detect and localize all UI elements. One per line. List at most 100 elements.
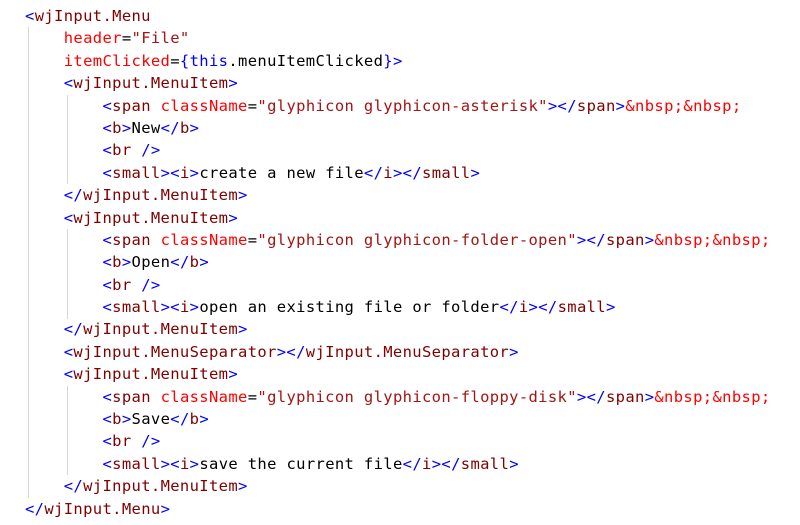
code-token-p: > — [121, 410, 132, 429]
code-token-p: > — [189, 163, 200, 182]
code-line: </wjInput.Menu> — [25, 498, 800, 520]
code-token-w — [25, 74, 64, 92]
code-line: <wjInput.MenuItem> — [25, 72, 800, 94]
code-token-p: < — [102, 275, 113, 294]
code-token-p: > — [509, 454, 519, 473]
code-token-t: wjInput.Menu — [44, 499, 161, 518]
code-token-p: < — [63, 74, 74, 93]
code-token-o: = — [247, 387, 258, 406]
code-token-w — [25, 209, 64, 227]
code-token-p: </ — [63, 320, 84, 339]
code-token-p: ></ — [276, 342, 306, 361]
code-token-t: span — [605, 387, 645, 406]
code-line: <wjInput.Menu — [25, 5, 800, 27]
code-token-w — [25, 141, 102, 159]
code-token-t: i — [179, 454, 190, 473]
code-token-p: ></ — [547, 96, 577, 115]
code-token-w — [25, 276, 102, 294]
code-token-p: < — [102, 118, 113, 137]
code-token-p: /> — [141, 275, 161, 294]
code-token-p: < — [102, 432, 113, 451]
code-token-p: </ — [363, 163, 384, 182]
code-token-p: > — [228, 365, 239, 384]
code-token-w — [132, 141, 142, 159]
code-token-p: </ — [402, 454, 423, 473]
code-token-x: create a new file — [199, 163, 364, 182]
code-token-t: b — [189, 253, 200, 272]
code-token-p: >< — [160, 454, 180, 473]
code-line: </wjInput.MenuItem> — [25, 184, 800, 206]
code-token-s: "glyphicon glyphicon-folder-open" — [257, 230, 577, 249]
code-token-t: span — [605, 230, 645, 249]
code-token-p: > — [228, 208, 239, 227]
code-token-p: < — [102, 298, 113, 317]
code-token-t: i — [518, 298, 529, 317]
code-line: <b>New</b> — [25, 117, 800, 139]
code-token-p: </ — [25, 499, 45, 518]
code-token-t: small — [112, 298, 161, 317]
code-token-w — [25, 365, 64, 383]
code-token-p: > — [189, 298, 200, 317]
code-token-p: </ — [170, 253, 190, 272]
code-token-o: = — [170, 51, 180, 70]
code-token-p: </ — [170, 410, 190, 429]
code-token-s: "glyphicon glyphicon-asterisk" — [257, 96, 548, 115]
code-token-x: .menuItemClicked — [228, 51, 384, 70]
code-token-p: > — [199, 253, 210, 272]
code-token-p: > — [238, 320, 248, 339]
code-token-p: { — [179, 51, 190, 70]
code-token-t: wjInput.MenuItem — [73, 74, 229, 93]
code-token-w — [25, 455, 102, 473]
code-line: <wjInput.MenuSeparator></wjInput.MenuSep… — [25, 341, 800, 363]
code-token-a: header — [63, 29, 122, 48]
code-token-t: wjInput.MenuItem — [83, 320, 239, 339]
code-line: </wjInput.MenuItem> — [25, 475, 800, 497]
code-token-w — [25, 52, 64, 70]
code-line: <b>Open</b> — [25, 251, 800, 273]
code-token-t: small — [557, 298, 606, 317]
code-token-t: wjInput.MenuItem — [83, 477, 239, 496]
code-token-t: br — [112, 432, 132, 451]
code-token-p: < — [63, 365, 74, 384]
code-token-t: wjInput.MenuSeparator — [305, 342, 510, 361]
code-token-p: </ — [160, 118, 180, 137]
code-token-w — [25, 97, 102, 115]
code-token-e: &nbsp;&nbsp; — [654, 387, 771, 406]
code-token-p: </ — [499, 298, 519, 317]
code-token-p: < — [102, 163, 113, 182]
code-token-w — [25, 432, 102, 450]
code-token-p: < — [63, 208, 74, 227]
code-token-w — [25, 231, 102, 249]
code-token-p: < — [102, 410, 113, 429]
code-line: <br /> — [25, 274, 800, 296]
code-token-p: > — [615, 96, 626, 115]
code-token-x: Save — [131, 410, 171, 429]
code-line: header="File" — [25, 27, 800, 49]
code-token-p: > — [199, 410, 210, 429]
code-token-a: itemClicked — [63, 51, 171, 70]
code-token-w — [25, 119, 102, 137]
code-token-s: "glyphicon glyphicon-floppy-disk" — [257, 387, 577, 406]
code-token-p: }> — [383, 51, 403, 70]
code-token-t: i — [179, 298, 190, 317]
code-token-p: > — [189, 118, 200, 137]
code-token-t: small — [112, 163, 161, 182]
code-token-p: < — [102, 253, 113, 272]
code-token-p: > — [509, 342, 519, 361]
code-token-t: small — [112, 454, 161, 473]
code-token-x: open an existing file or folder — [199, 298, 500, 317]
code-token-p: > — [470, 163, 481, 182]
code-token-x: New — [131, 118, 161, 137]
code-token-e: &nbsp;&nbsp; — [654, 230, 771, 249]
code-token-p: ></ — [392, 163, 423, 182]
code-token-w — [132, 432, 142, 450]
code-token-p: < — [102, 96, 113, 115]
code-token-w — [25, 164, 102, 182]
code-token-t: wjInput.Menu — [34, 7, 151, 25]
code-token-t: span — [112, 96, 151, 115]
code-token-p: ></ — [528, 298, 558, 317]
code-token-p: < — [102, 230, 113, 249]
code-token-o: = — [247, 96, 258, 115]
code-token-w — [151, 97, 161, 115]
